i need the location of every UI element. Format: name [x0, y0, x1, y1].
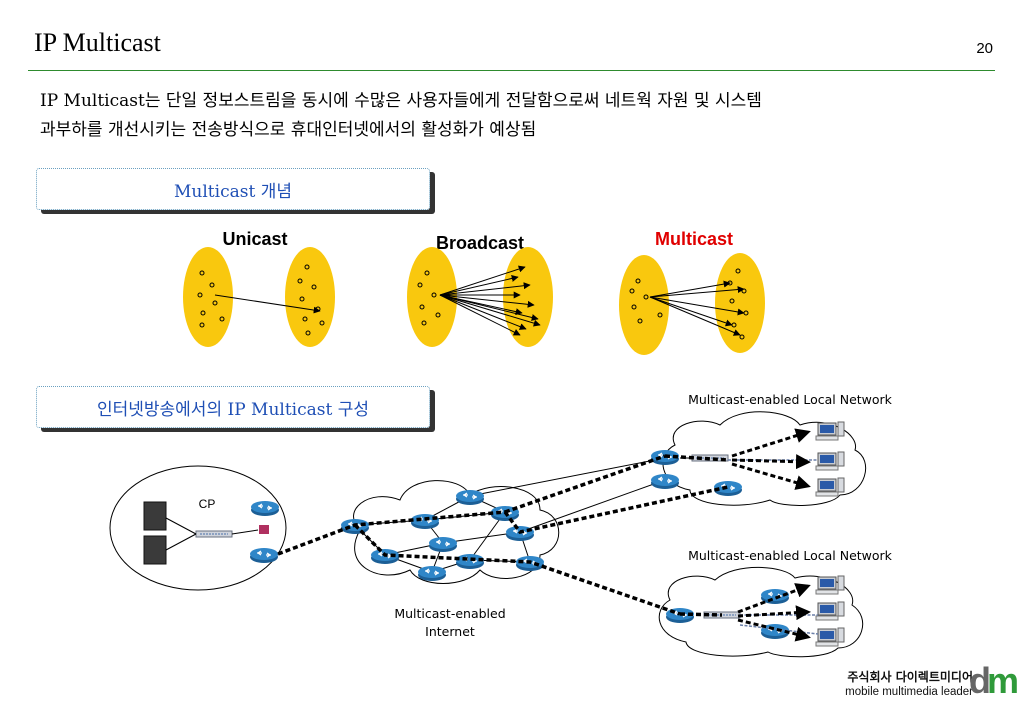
server-icon: [143, 501, 167, 531]
broadcast-heading: Broadcast: [436, 233, 524, 253]
company-name: 주식회사 다이렉트미디어: [847, 670, 973, 684]
section-internet-broadcast-config-label: 인터넷방송에서의 IP Multicast 구성: [96, 399, 370, 420]
intro-text: IP Multicast는 단일 정보스트림을 동시에 수많은 사용자들에게 전…: [40, 87, 990, 145]
broadcast-diagram: [407, 247, 553, 347]
section-multicast-concept: Multicast 개념: [36, 168, 430, 210]
cp-label: CP: [199, 497, 216, 511]
firewall-icon: [259, 525, 269, 534]
slide-title: IP Multicast: [34, 28, 161, 57]
logo-d: d: [968, 660, 991, 701]
intro-line-1: IP Multicast는 단일 정보스트림을 동시에 수많은 사용자들에게 전…: [40, 91, 762, 111]
section-multicast-concept-label: Multicast 개념: [174, 181, 292, 202]
logo-m: m: [986, 660, 1019, 701]
company-logo: dm: [968, 660, 1019, 702]
multicast-stream: [277, 454, 729, 617]
multicast-diagram: [619, 253, 765, 355]
internet-label-line1: Multicast-enabled: [394, 606, 505, 621]
page-number: 20: [976, 40, 993, 57]
section-internet-broadcast-config: 인터넷방송에서의 IP Multicast 구성: [36, 386, 430, 428]
unicast-diagram: [183, 247, 335, 347]
cp-group: CP: [109, 465, 287, 591]
switch-icon: [195, 530, 233, 538]
multicast-arrows: [731, 428, 811, 642]
title-divider: [28, 70, 995, 71]
router-icon: [249, 547, 279, 564]
network-diagram: CP Multicast-enabled Internet: [109, 392, 893, 658]
unicast-heading: Unicast: [222, 229, 287, 249]
internet-cloud: Multicast-enabled Internet: [340, 457, 666, 639]
router-icon: [250, 500, 280, 517]
local-network-top: Multicast-enabled Local Network: [650, 392, 893, 506]
local-network-top-label: Multicast-enabled Local Network: [688, 392, 893, 407]
multicast-heading: Multicast: [655, 229, 733, 249]
internet-label-line2: Internet: [425, 624, 475, 639]
intro-line-2: 과부하를 개선시키는 전송방식으로 휴대인터넷에서의 활성화가 예상됨: [40, 120, 537, 140]
concept-diagrams: Unicast Broadcast Multicast: [183, 229, 765, 355]
server-icon: [143, 535, 167, 565]
local-network-bottom-label: Multicast-enabled Local Network: [688, 548, 893, 563]
local-network-bottom: Multicast-enabled Local Network: [658, 548, 893, 658]
company-tagline: mobile multimedia leader: [845, 686, 973, 698]
